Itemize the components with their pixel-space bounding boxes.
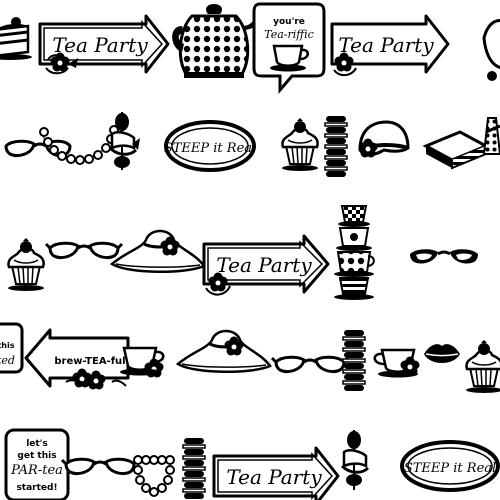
macaron-stack-icon bbox=[182, 437, 206, 500]
tea-party-arrow-sign: Tea Party bbox=[212, 446, 340, 500]
steep-it-real-plaque: STEEP it Real bbox=[400, 440, 500, 492]
partea-line-3: PAR-tea bbox=[10, 463, 63, 478]
cat-eye-glasses-icon bbox=[410, 249, 478, 264]
sandwich-icon bbox=[422, 130, 490, 170]
brew-tea-ful-arrow-sign: brew-TEA-ful bbox=[24, 328, 130, 390]
steep-it-real-plaque: STEEP it Real bbox=[164, 120, 256, 172]
partea-line-4: started! bbox=[16, 483, 57, 493]
cloche-hat-icon bbox=[358, 120, 410, 158]
lips-icon bbox=[424, 344, 460, 363]
skewer-partial-icon bbox=[482, 117, 500, 155]
teacup-icon bbox=[373, 348, 420, 378]
steep-it-real-label: STEEP it Real bbox=[164, 141, 256, 156]
partial-ted-label: ted bbox=[0, 354, 15, 367]
brew-tea-ful-label: brew-TEA-ful bbox=[54, 356, 125, 367]
macaron-stack-icon bbox=[324, 115, 348, 178]
youre-tea-riffic-bubble: you're Tea-riffic bbox=[252, 2, 326, 95]
steep-it-real-label: STEEP it Real bbox=[404, 461, 496, 476]
tea-party-label: Tea Party bbox=[226, 465, 322, 489]
tea-riffic-label: Tea-riffic bbox=[264, 28, 314, 41]
tea-party-arrow-sign: Tea Party bbox=[330, 14, 450, 76]
dessert-skewer-icon bbox=[340, 430, 370, 490]
hat-partial-icon bbox=[482, 19, 500, 81]
partea-sign: let's get this PAR-tea started! bbox=[4, 428, 70, 500]
teacup-icon bbox=[120, 346, 165, 378]
partial-this-label: this bbox=[0, 341, 15, 350]
tea-party-label: Tea Party bbox=[216, 253, 312, 277]
partial-sign-left: this ted bbox=[0, 322, 24, 374]
dessert-skewer-icon bbox=[108, 112, 140, 170]
pearl-necklace-icon bbox=[133, 455, 175, 497]
tea-party-arrow-sign: Tea Party bbox=[202, 234, 330, 296]
macaron-stack-icon bbox=[342, 329, 366, 392]
stacked-teacups-icon bbox=[334, 205, 375, 300]
cake-slice-icon bbox=[0, 17, 32, 60]
tea-party-label: Tea Party bbox=[338, 33, 434, 57]
partea-line-1: let's bbox=[26, 439, 48, 449]
partea-line-2: get this bbox=[17, 451, 56, 461]
tea-party-label: Tea Party bbox=[52, 33, 148, 57]
youre-label: you're bbox=[273, 17, 305, 27]
pearl-necklace-icon bbox=[39, 125, 119, 165]
tea-party-arrow-sign: Tea Party bbox=[38, 14, 170, 75]
